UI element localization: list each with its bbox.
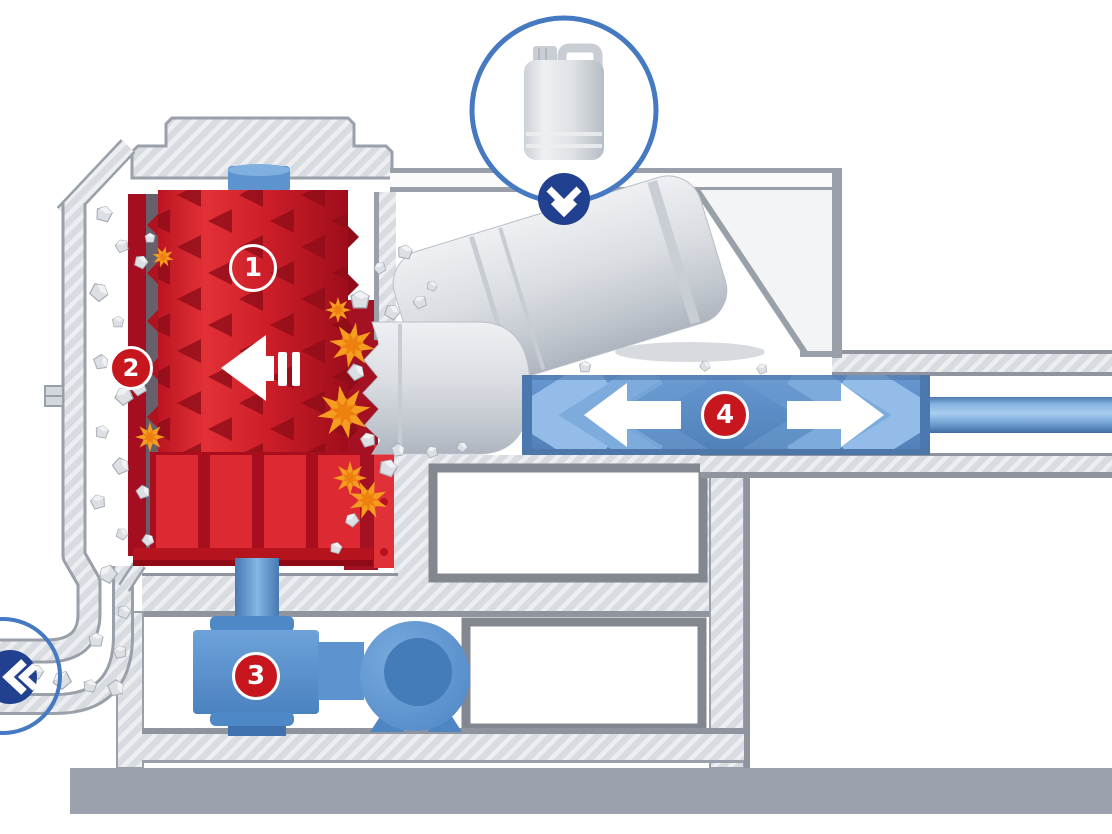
callout-3-label: 3 [246, 661, 266, 691]
frame-window-upper [428, 463, 708, 583]
callout-1[interactable]: 1 [229, 244, 277, 292]
machine-frame [116, 350, 1112, 769]
callout-2[interactable]: 2 [109, 346, 153, 390]
callout-4[interactable]: 4 [701, 391, 749, 439]
hopper-wall [697, 190, 832, 354]
arrow-left-icon [584, 383, 681, 447]
drop-pipe [235, 558, 279, 620]
callout-1-label: 1 [243, 253, 263, 283]
chevron-left-icon[interactable] [0, 650, 38, 704]
shredder-housing [0, 116, 394, 715]
floor [70, 768, 1112, 814]
waste-barrels [362, 175, 728, 455]
arrow-left-bars-icon [221, 335, 300, 401]
chevron-down-icon[interactable] [538, 173, 590, 225]
canister-inlet-marker [469, 15, 659, 225]
frame-window-lower [461, 617, 707, 733]
housing-cap [130, 116, 394, 180]
feed-conveyor [522, 375, 1112, 455]
callout-3[interactable]: 3 [232, 652, 280, 700]
callout-2-label: 2 [122, 354, 140, 382]
jerrycan-icon [524, 43, 604, 160]
arrow-right-icon [787, 383, 884, 447]
outlet-marker [0, 617, 62, 735]
discharge-pump [193, 558, 470, 736]
outfeed-pipe [930, 397, 1112, 433]
callout-4-label: 4 [715, 400, 735, 430]
shredder-drum [128, 164, 394, 570]
